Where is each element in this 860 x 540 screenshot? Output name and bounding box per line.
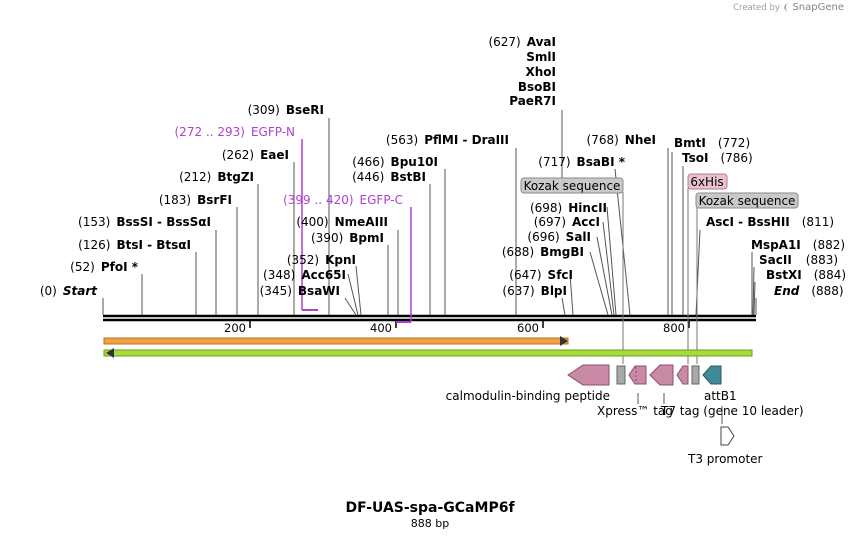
- site-label: (637)BlpI: [502, 284, 567, 298]
- t7-tag-arrow[interactable]: [649, 364, 674, 386]
- credit-prefix: Created by: [733, 3, 780, 13]
- feature-label-calmodulin: calmodulin-binding peptide: [446, 389, 610, 403]
- site-label: (345)BsaWI: [260, 284, 340, 298]
- site-label: MspA1I(882): [751, 238, 845, 252]
- site-label: XhoI: [525, 65, 556, 79]
- site-label: (400)NmeAIII: [296, 215, 388, 229]
- site-label: (563)PflMI - DraIII: [386, 133, 509, 147]
- site-label: BsoBI: [518, 80, 556, 94]
- grey-box-feature[interactable]: [691, 365, 700, 385]
- kozak-label-1[interactable]: Kozak sequence: [520, 177, 624, 364]
- sequence-backbone: [103, 314, 756, 322]
- calmodulin-binding-peptide-arrow[interactable]: [567, 364, 610, 386]
- site-lines: [102, 110, 757, 316]
- primer-labels: (272 .. 293)EGFP-N (399 .. 420)EGFP-C: [175, 125, 404, 207]
- primer-egfp-n[interactable]: [301, 139, 318, 311]
- feature-track: calmodulin-binding peptide Xpress™ tag T…: [446, 364, 804, 466]
- site-label: (466)Bpu10I: [352, 155, 438, 169]
- tick-label-200: 200: [224, 321, 246, 335]
- site-label: (153)BssSI - BssSαI: [78, 215, 211, 229]
- grey-box-feature[interactable]: [616, 365, 626, 385]
- site-label: PaeR7I: [509, 94, 556, 108]
- site-label: TsoI(786): [682, 151, 753, 165]
- map-title: DF-UAS-spa-GCaMP6f: [345, 500, 515, 516]
- site-label: (627)AvaI: [488, 35, 556, 49]
- feature-label-xpress: Xpress™ tag: [597, 404, 673, 418]
- site-label: (352)KpnI: [287, 253, 356, 267]
- his-tag-arrow[interactable]: [676, 365, 689, 385]
- kozak-label-text: Kozak sequence: [699, 194, 796, 208]
- site-label: (698)HincII: [530, 201, 607, 215]
- site-label: (126)BtsI - BtsαI: [78, 238, 191, 252]
- site-label: (52)PfoI *: [70, 260, 139, 274]
- feature-label-attb1: attB1: [704, 389, 737, 403]
- site-label: BmtI(772): [674, 136, 750, 150]
- site-label: (647)SfcI: [509, 268, 573, 282]
- his-tag-label-text: 6xHis: [690, 175, 723, 189]
- xpress-tag-arrow[interactable]: [628, 365, 647, 385]
- snapgene-credit: Created by ❨ SnapGene: [733, 2, 844, 13]
- attb1-arrow[interactable]: [702, 365, 722, 385]
- feature-label-t3: T3 promoter: [687, 452, 763, 466]
- site-label: (348)Acc65I: [263, 268, 346, 282]
- site-label: SmlI: [526, 50, 556, 64]
- primer-label-egfp-c: (399 .. 420)EGFP-C: [283, 193, 403, 207]
- site-label: (0)Start: [40, 284, 98, 298]
- map-length: 888 bp: [410, 517, 450, 530]
- site-label: SacII(883): [759, 253, 838, 267]
- site-label: End(888): [774, 284, 844, 298]
- snapgene-logo-icon: ❨: [782, 3, 790, 13]
- tick-label-800: 800: [663, 321, 685, 335]
- site-label: (697)AccI: [534, 215, 600, 229]
- kozak-label-text: Kozak sequence: [524, 179, 621, 193]
- tick-label-600: 600: [517, 321, 539, 335]
- kozak-label-2[interactable]: Kozak sequence: [695, 192, 799, 364]
- site-label: (390)BpmI: [311, 231, 384, 245]
- site-label: (309)BseRI: [248, 103, 324, 117]
- feature-label-t7: T7 tag (gene 10 leader): [660, 404, 804, 418]
- site-label: BstXI(884): [766, 268, 846, 282]
- site-label: (446)BstBI: [352, 170, 426, 184]
- his-tag-label[interactable]: 6xHis: [687, 173, 728, 364]
- site-labels: (0)Start (52)PfoI * (126)BtsI - BtsαI (1…: [40, 35, 846, 298]
- site-label: (768)NheI: [587, 133, 656, 147]
- site-label: (696)SalI: [527, 230, 591, 244]
- site-label: AscI - BssHII(811): [706, 215, 834, 229]
- orange-feature-bar[interactable]: [103, 336, 569, 346]
- green-feature-bar[interactable]: [103, 348, 753, 358]
- credit-brand: SnapGene: [792, 2, 844, 13]
- site-label: (183)BsrFI: [159, 193, 232, 207]
- site-label: (717)BsaBI *: [538, 155, 625, 169]
- site-label: (262)EaeI: [222, 148, 289, 162]
- primer-egfp-c[interactable]: [396, 207, 412, 323]
- site-label: (212)BtgZI: [179, 170, 254, 184]
- axis-ticks: 200 400 600 800: [224, 321, 690, 335]
- tick-label-400: 400: [370, 321, 392, 335]
- primer-label-egfp-n: (272 .. 293)EGFP-N: [175, 125, 296, 139]
- t3-promoter-arrow[interactable]: [720, 426, 735, 446]
- site-label: (688)BmgBI: [502, 245, 584, 259]
